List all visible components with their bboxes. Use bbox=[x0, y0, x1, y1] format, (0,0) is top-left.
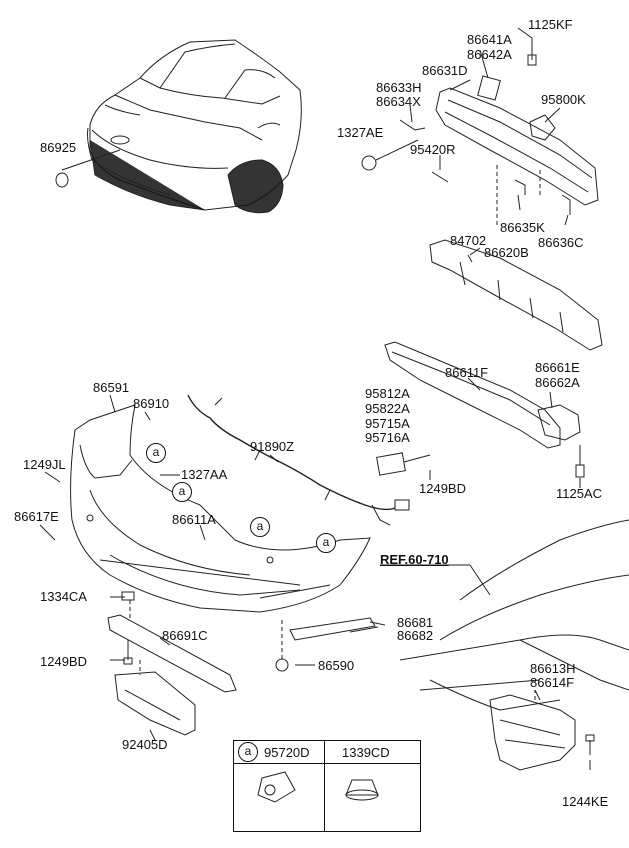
part-label-86617E: 86617E bbox=[14, 509, 59, 524]
legend-callout-a: a bbox=[238, 742, 258, 762]
part-label-1327AE: 1327AE bbox=[337, 125, 384, 140]
part-label-1244KE: 1244KE bbox=[562, 794, 609, 809]
part-label-86590: 86590 bbox=[318, 658, 355, 673]
part-label-86614F: 86614F bbox=[530, 675, 575, 690]
part-label-92405D: 92405D bbox=[122, 737, 168, 752]
part-label-86631D: 86631D bbox=[422, 63, 468, 78]
part-label-1249BD-right: 1249BD bbox=[419, 481, 466, 496]
part-label-95715A: 95715A bbox=[365, 416, 410, 431]
part-label-86682: 86682 bbox=[397, 628, 434, 643]
energy-absorber bbox=[429, 239, 603, 351]
part-label-84702: 84702 bbox=[450, 233, 487, 248]
car-rear-illustration bbox=[87, 39, 302, 214]
rear-bumper-cover bbox=[70, 404, 371, 613]
part-label-1327AA: 1327AA bbox=[181, 467, 228, 482]
part-label-95812A: 95812A bbox=[365, 386, 410, 401]
part-label-86681: 86681 bbox=[397, 615, 434, 630]
part-label-95716A: 95716A bbox=[365, 430, 410, 445]
part-label-91890Z: 91890Z bbox=[250, 439, 295, 454]
callout-a-3: a bbox=[250, 517, 270, 537]
part-label-86910: 86910 bbox=[133, 396, 170, 411]
part-label-86634X: 86634X bbox=[376, 94, 421, 109]
part-label-86662A: 86662A bbox=[535, 375, 580, 390]
part-label-86635K: 86635K bbox=[500, 220, 545, 235]
part-label-86636C: 86636C bbox=[538, 235, 584, 250]
part-label-1125AC: 1125AC bbox=[556, 486, 603, 501]
part-label-95822A: 95822A bbox=[365, 401, 410, 416]
legend-divider bbox=[324, 741, 325, 831]
callout-a-2: a bbox=[172, 482, 192, 502]
part-label-86620B: 86620B bbox=[484, 245, 529, 260]
part-label-1249BD-left: 1249BD bbox=[40, 654, 87, 669]
part-label-86611F: 86611F bbox=[445, 365, 489, 380]
part-label-86613H: 86613H bbox=[530, 661, 576, 676]
part-label-95420R: 95420R bbox=[410, 142, 456, 157]
part-label-86591: 86591 bbox=[93, 380, 130, 395]
part-label-86641A: 86641A bbox=[467, 32, 512, 47]
legend-table: a 95720D 1339CD bbox=[233, 740, 421, 832]
part-label-1249JL: 1249JL bbox=[23, 457, 66, 472]
part-label-86661E: 86661E bbox=[535, 360, 580, 375]
legend-header-row bbox=[234, 741, 420, 764]
legend-part-95720D: 95720D bbox=[264, 745, 310, 760]
callout-a-1: a bbox=[146, 443, 166, 463]
part-label-95800K: 95800K bbox=[541, 92, 586, 107]
part-label-86691C: 86691C bbox=[162, 628, 208, 643]
legend-icons bbox=[257, 771, 379, 803]
rear-bumper-beam bbox=[435, 87, 599, 206]
part-label-1334CA: 1334CA bbox=[40, 589, 87, 604]
part-label-86925: 86925 bbox=[40, 140, 77, 155]
legend-part-1339CD: 1339CD bbox=[342, 745, 390, 760]
part-label-86611A: 86611A bbox=[172, 512, 216, 527]
part-label-86642A: 86642A bbox=[467, 47, 512, 62]
part-label-86633H: 86633H bbox=[376, 80, 422, 95]
reference-body-panel bbox=[380, 519, 629, 711]
part-label-1125KF: 1125KF bbox=[528, 17, 573, 32]
ref-label: REF.60-710 bbox=[380, 552, 449, 567]
callout-a-4: a bbox=[316, 533, 336, 553]
